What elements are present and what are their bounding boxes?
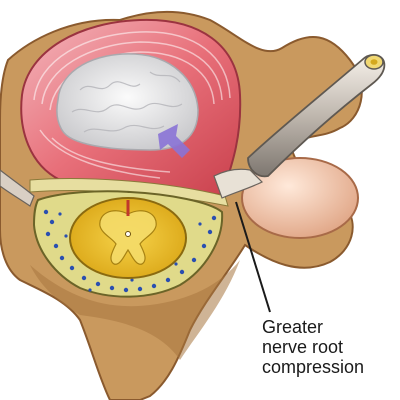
herniation-arrow xyxy=(158,124,190,158)
nerve-root-compression-label: Greater nerve root compression xyxy=(262,317,398,377)
disc-nucleus xyxy=(56,53,199,151)
grey-matter xyxy=(99,210,157,265)
nerve-root-ganglion xyxy=(241,157,359,239)
label-line-1: Greater xyxy=(262,317,324,337)
lamina-shadow xyxy=(30,260,240,360)
nerve-trunk xyxy=(247,54,386,178)
central-canal xyxy=(125,231,131,237)
epidural-veins xyxy=(43,209,217,293)
label-line-2: nerve root xyxy=(262,337,344,357)
callout-leader-line xyxy=(235,201,271,313)
nucleus-texture xyxy=(71,71,183,133)
compressed-nerve-root xyxy=(213,168,264,199)
left-nerve-root xyxy=(0,169,35,207)
label-line-3: compression xyxy=(262,357,365,377)
nerve-cut-core xyxy=(370,59,378,65)
